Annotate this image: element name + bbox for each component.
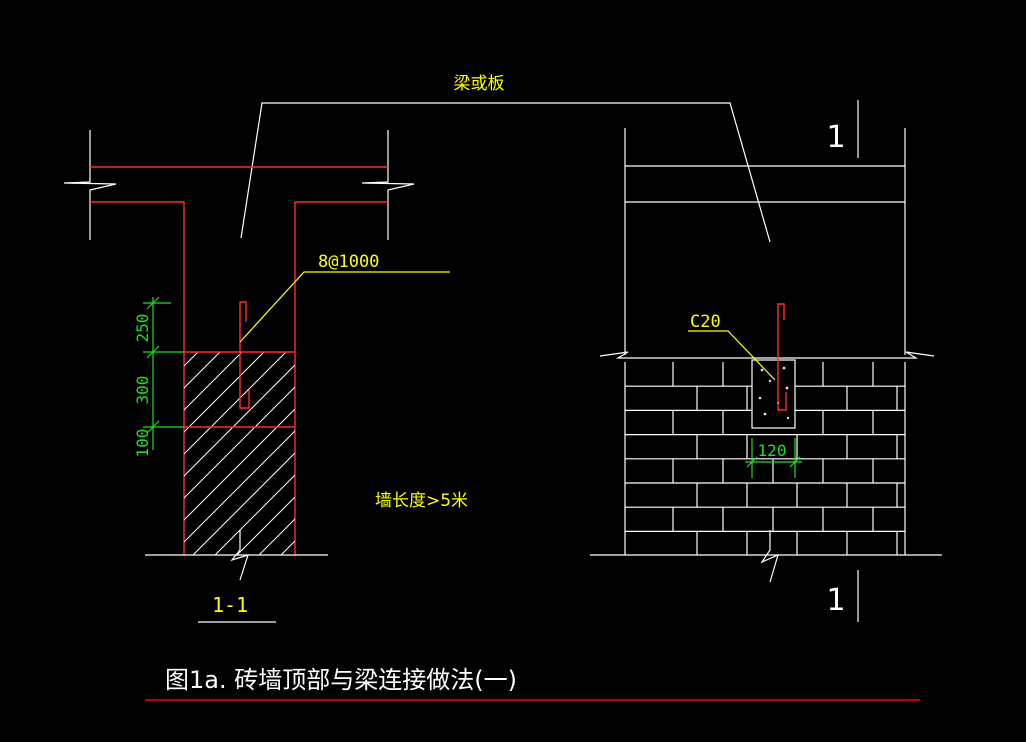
wall-length-note: 墙长度>5米 — [375, 491, 468, 511]
dim-120: 120 — [758, 441, 787, 460]
cut-mark-bottom: 1 — [826, 583, 845, 618]
rebar — [239, 301, 250, 409]
concrete-grade-label: C20 — [690, 312, 721, 332]
concrete-column — [751, 359, 796, 429]
dimension-lines — [143, 296, 184, 450]
caption: 图1a. 砖墙顶部与梁连接做法(一) — [165, 666, 517, 694]
dim-250: 250 — [133, 314, 152, 343]
elevation: C20 120 1 1 — [590, 100, 942, 622]
slab-break-lines — [63, 130, 415, 240]
beam-outline — [599, 128, 935, 359]
dim-100: 100 — [133, 429, 152, 458]
section-1-1: 250 300 100 8@1000 1-1 — [63, 130, 450, 623]
dim-300: 300 — [133, 376, 152, 405]
cut-mark-top: 1 — [826, 120, 845, 155]
beam-leader — [240, 102, 771, 243]
section-label: 1-1 — [212, 593, 248, 617]
beam-or-slab-label: 梁或板 — [454, 74, 505, 94]
rebar-leader — [239, 271, 450, 343]
rebar-spec-label: 8@1000 — [318, 252, 379, 272]
rebar-elevation — [777, 303, 787, 411]
